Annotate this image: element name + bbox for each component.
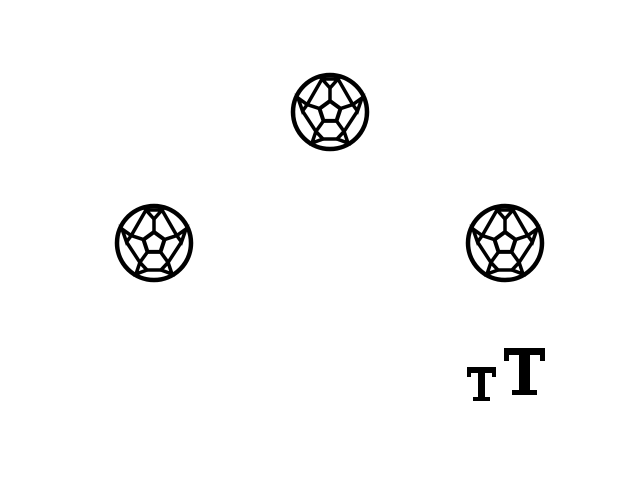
- soccer-ball-icon[interactable]: [290, 72, 370, 152]
- soccer-ball-icon[interactable]: [114, 203, 194, 283]
- text-size-icon[interactable]: [464, 346, 548, 404]
- soccer-ball-icon[interactable]: [465, 203, 545, 283]
